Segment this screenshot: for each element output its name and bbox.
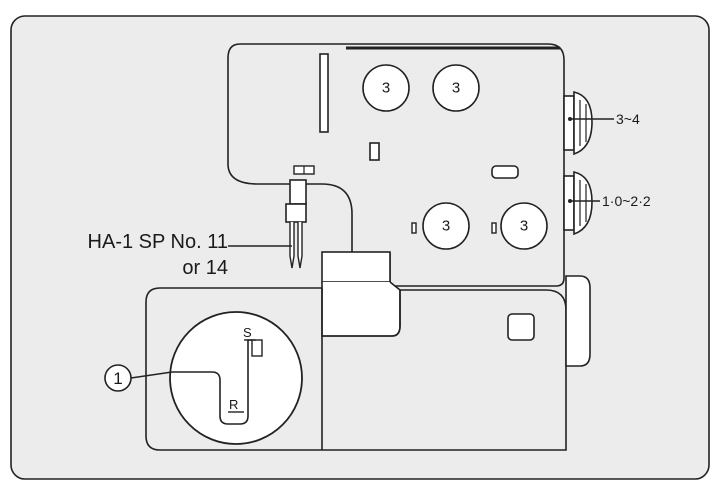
looper-path (172, 339, 252, 425)
dial-circle (432, 64, 480, 112)
differential-feed-knob[interactable] (563, 91, 593, 156)
mark-s: S (243, 325, 252, 340)
needle-label-line1: HA-1 SP No. 11 (88, 231, 228, 253)
needle-label-line2: or 14 (182, 257, 228, 279)
dial-tick (491, 222, 497, 234)
lower-knob-label: 1·0~2·2 (602, 193, 651, 209)
vertical-slot (319, 53, 329, 133)
dial-value: 3 (442, 218, 450, 235)
tension-dial-3[interactable]: 3 (411, 202, 470, 250)
knob-wheel (573, 171, 593, 236)
dial-value: 3 (382, 80, 390, 97)
needle-bar (289, 179, 307, 205)
callout-leader-line (130, 371, 173, 379)
machine-upper-body (227, 43, 565, 287)
stitch-length-knob[interactable] (563, 171, 593, 236)
presser-foot-shank (321, 281, 401, 337)
detail-magnifier: S R (169, 311, 303, 445)
needle-left (289, 222, 295, 269)
knob-wheel (573, 91, 593, 156)
dial-value: 3 (452, 80, 460, 97)
tension-dial-2[interactable]: 3 (432, 64, 480, 112)
knob-base (563, 95, 575, 151)
dial-circle (422, 202, 470, 250)
dial-circle (500, 202, 548, 250)
upper-knob-label: 3~4 (616, 111, 640, 127)
tension-dial-1[interactable]: 3 (362, 64, 410, 112)
dial-value: 3 (520, 218, 528, 235)
right-guide-tab (491, 165, 519, 179)
mark-r: R (229, 397, 238, 412)
small-slot (369, 142, 380, 161)
cover-button[interactable] (507, 313, 535, 341)
s-marker-box (251, 339, 263, 357)
magnifier-circle (169, 311, 303, 445)
dial-tick (411, 222, 417, 234)
dial-circle (362, 64, 410, 112)
knob-base (563, 175, 575, 231)
side-cover (565, 275, 591, 367)
presser-foot-block (321, 251, 391, 283)
callout-number: 1 (113, 369, 122, 388)
needle-right (297, 222, 303, 269)
needle-clamp (285, 203, 307, 223)
tension-dial-4[interactable]: 3 (491, 202, 548, 250)
